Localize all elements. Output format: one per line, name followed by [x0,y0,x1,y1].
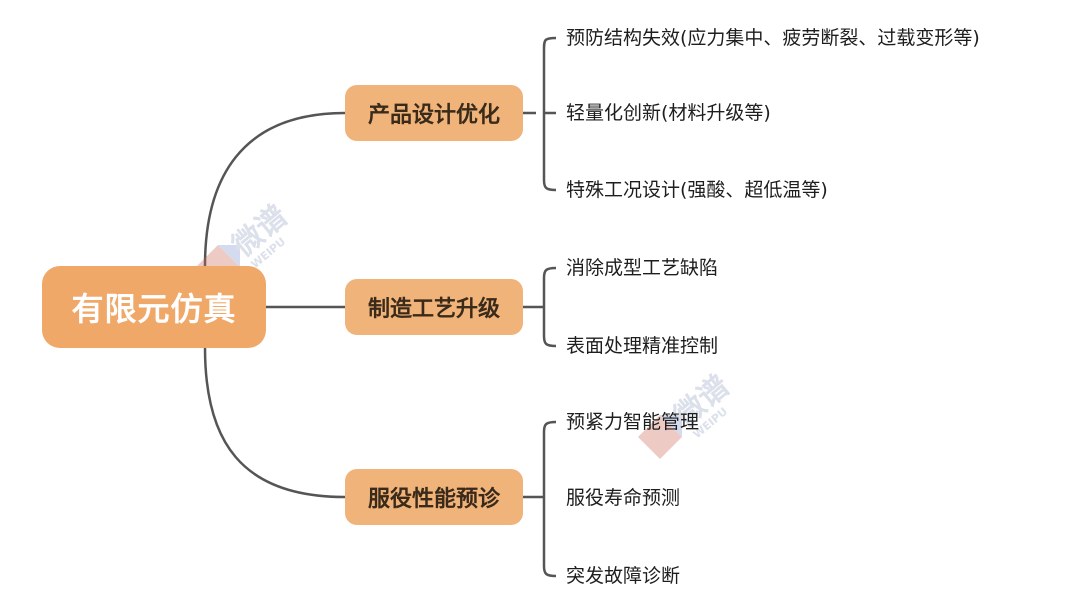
branch-label-1: 产品设计优化 [367,103,500,128]
leaf-2-2: 表面处理精准控制 [566,335,719,357]
watermark-logo-2: 微谱 WEIPU [638,369,736,459]
branch-label-2: 制造工艺升级 [367,297,500,322]
leaf-1-1: 预防结构失效(应力集中、疲劳断裂、过载变形等) [566,27,980,49]
connector-root-branch-3 [203,347,346,499]
branch-node-3: 服役性能预诊 [345,469,523,525]
connector-root-branch-1 [203,111,346,267]
root-label: 有限元仿真 [71,290,237,328]
branch-label-3: 服役性能预诊 [367,487,500,512]
leaf-3-1: 预紧力智能管理 [566,411,700,433]
leaf-1-3: 特殊工况设计(强酸、超低温等) [566,179,828,201]
leaf-2-1: 消除成型工艺缺陷 [566,257,719,279]
bracket-branch-2 [523,266,557,348]
leaf-3-3: 突发故障诊断 [566,565,681,587]
root-node: 有限元仿真 [42,266,266,348]
leaf-1-2: 轻量化创新(材料升级等) [566,102,771,124]
leaf-3-2: 服役寿命预测 [566,487,681,509]
bracket-branch-1 [523,36,557,192]
branch-node-1: 产品设计优化 [345,85,523,141]
branch-node-2: 制造工艺升级 [345,279,523,335]
bracket-branch-3 [523,420,557,578]
